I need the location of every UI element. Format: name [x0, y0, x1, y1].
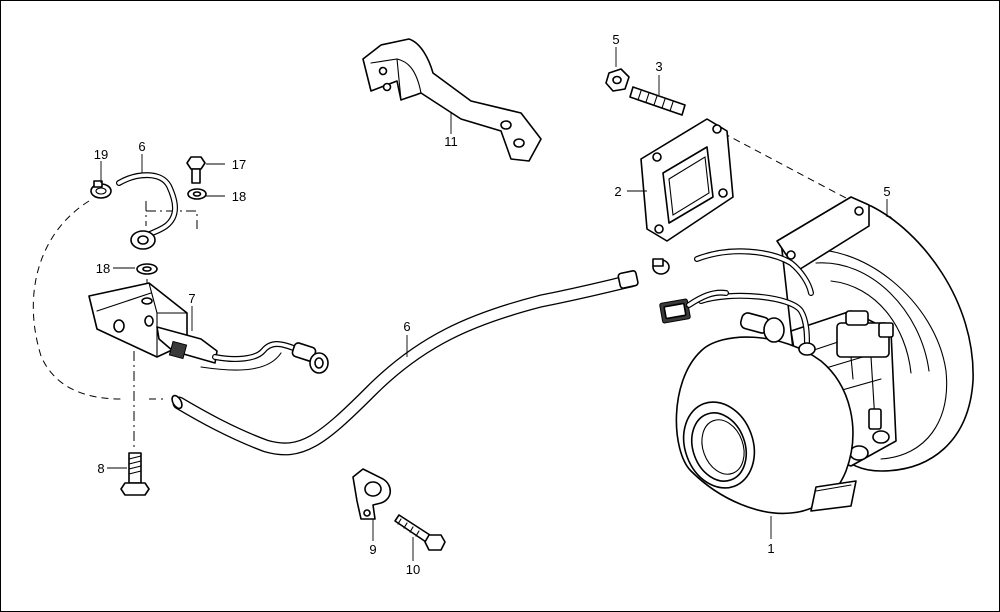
stud-3	[629, 86, 686, 116]
hex-bolt-10	[394, 514, 446, 551]
turbocharger-1	[652, 196, 974, 515]
hex-bolt-8	[120, 452, 150, 496]
callout-18b: 18	[96, 261, 110, 276]
callout-5b: 5	[883, 184, 890, 199]
callout-1: 1	[767, 541, 774, 556]
support-bracket-11	[362, 38, 542, 162]
callout-5a: 5	[612, 32, 619, 47]
flange-gasket-2	[640, 118, 734, 242]
sensor-block-7	[88, 282, 329, 374]
washer-18-lower	[136, 263, 158, 275]
coolant-hose-6	[171, 270, 639, 456]
nut-5-upper	[605, 68, 630, 92]
p-clamp-9	[352, 468, 392, 520]
callout-8: 8	[97, 461, 104, 476]
callout-6b: 6	[403, 319, 410, 334]
callout-6a: 6	[138, 139, 145, 154]
banjo-bolt-17	[186, 156, 206, 184]
assembly-line-banjo-17	[145, 201, 198, 229]
callout-3: 3	[655, 59, 662, 74]
callout-7: 7	[188, 291, 195, 306]
assembly-line-gasket-to-turbo	[722, 132, 862, 207]
callout-18a: 18	[232, 189, 246, 204]
oil-line-6	[116, 172, 178, 250]
callout-19: 19	[94, 147, 108, 162]
hose-clamp-19	[90, 180, 112, 199]
callout-9: 9	[369, 542, 376, 557]
callout-10: 10	[406, 562, 420, 577]
washer-18-upper	[187, 188, 207, 200]
callout-17: 17	[232, 157, 246, 172]
callout-11: 11	[444, 134, 458, 149]
callout-2: 2	[614, 184, 621, 199]
